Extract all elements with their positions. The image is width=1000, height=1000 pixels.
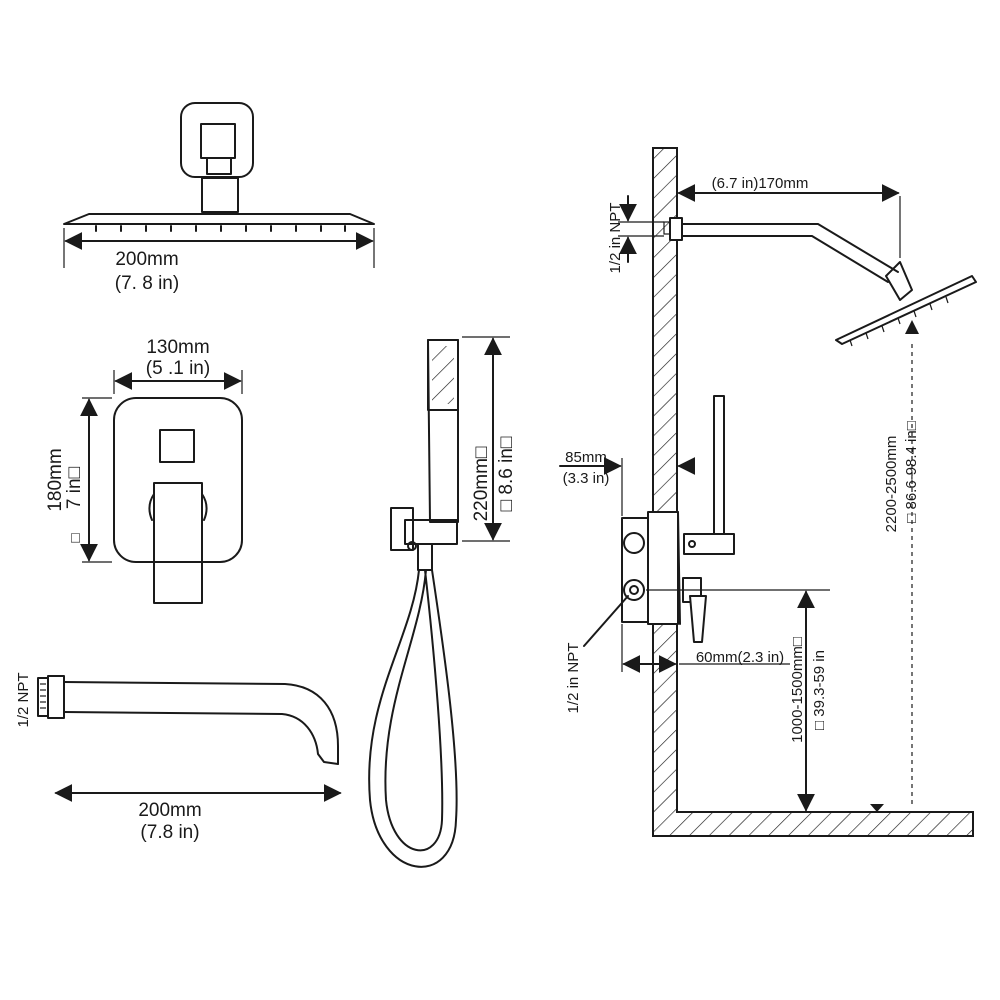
shower-head-drawing: 200mm (7. 8 in) <box>63 102 375 294</box>
hose-inner <box>384 569 444 852</box>
arm-thread-label: 1/2 in NPT <box>607 203 624 274</box>
lever-handle <box>153 482 203 604</box>
side-handset <box>713 395 725 545</box>
hose-outer <box>368 569 458 868</box>
valve-cartridge <box>623 532 645 554</box>
trim-height-in: 7 in□ <box>64 466 85 509</box>
hose-connector <box>417 543 433 571</box>
valve-inlet <box>623 579 645 601</box>
connector-block <box>200 123 236 159</box>
inlet-leader <box>583 595 629 647</box>
trim-plate <box>113 397 243 563</box>
spray-face <box>427 339 459 411</box>
side-head-plate <box>835 275 977 345</box>
head-nozzles <box>95 225 346 232</box>
arm-flange <box>669 217 683 241</box>
head-swivel <box>885 261 913 301</box>
wall-flange <box>180 102 254 178</box>
arm-thread <box>663 221 671 235</box>
trim-height-mm: 180mm <box>45 448 66 511</box>
spout-top-curve <box>63 681 339 765</box>
spout-length-in: (7.8 in) <box>140 822 199 843</box>
spout-thread-lines <box>40 683 46 709</box>
shower-arm-top <box>681 223 899 273</box>
hand-length-mm: 220mm□ <box>471 446 492 521</box>
valve-height-in: □ 39.3-59 in <box>811 650 828 730</box>
lever-side-left <box>148 493 155 521</box>
installation-view: (6.7 in)170mm 1/2 in NPT 85mm (3.3 in) 1… <box>559 147 977 837</box>
head-height-mm: 2200-2500mm <box>883 436 900 533</box>
spout-length-mm: 200mm <box>138 800 201 821</box>
valve-thread-label: 1/2 in NPT <box>565 643 582 714</box>
neck <box>201 177 239 213</box>
valve-depth-mm: 85mm <box>565 449 607 466</box>
wall-bracket <box>390 507 414 551</box>
valve-mount-plate <box>647 511 679 625</box>
spout-collar <box>47 675 65 719</box>
diverter-button <box>159 429 195 463</box>
side-handset-holder <box>683 533 735 555</box>
ball-joint <box>206 157 232 175</box>
head-height-arrow-top <box>905 320 919 334</box>
hand-shower-drawing: 220mm□ □ 8.6 in□ <box>368 336 517 868</box>
spray-nozzles <box>432 346 454 404</box>
head-width-mm: 200mm <box>115 249 178 270</box>
valve-offset-label: 60mm(2.3 in) <box>696 649 784 666</box>
trim-width-in: (5 .1 in) <box>146 358 210 379</box>
side-holder-screw <box>688 540 696 548</box>
wall-and-floor <box>652 147 974 837</box>
spout-bottom-curve <box>63 711 339 765</box>
head-width-in: (7. 8 in) <box>115 273 179 294</box>
tub-spout-drawing: 1/2 NPT 200mm (7.8 in) <box>15 672 342 843</box>
hand-length-in: □ 8.6 in□ <box>496 436 517 511</box>
side-head-nozzles <box>849 296 949 347</box>
head-plate <box>63 213 375 225</box>
lever-side-right <box>201 493 208 521</box>
trim-height-box: □ <box>67 533 84 542</box>
shower-arm-bottom <box>681 235 889 283</box>
valve-depth-in: (3.3 in) <box>563 470 610 487</box>
valve-trim-drawing: 130mm (5 .1 in) 180mm 7 in□ □ <box>45 337 243 604</box>
trim-width-mm: 130mm <box>146 337 209 358</box>
spout-thread-label: 1/2 NPT <box>15 672 32 727</box>
arm-length-label: (6.7 in)170mm <box>712 175 809 192</box>
head-height-in: □ 86.6-98.4 in□ <box>903 421 920 523</box>
valve-height-mm: 1000-1500mm□ <box>789 637 806 743</box>
floor-marker <box>870 804 884 812</box>
valve-lever <box>689 595 707 643</box>
bracket-screw <box>407 541 417 551</box>
valve-plate-edge <box>677 511 681 625</box>
valve-inlet-core <box>629 585 639 595</box>
